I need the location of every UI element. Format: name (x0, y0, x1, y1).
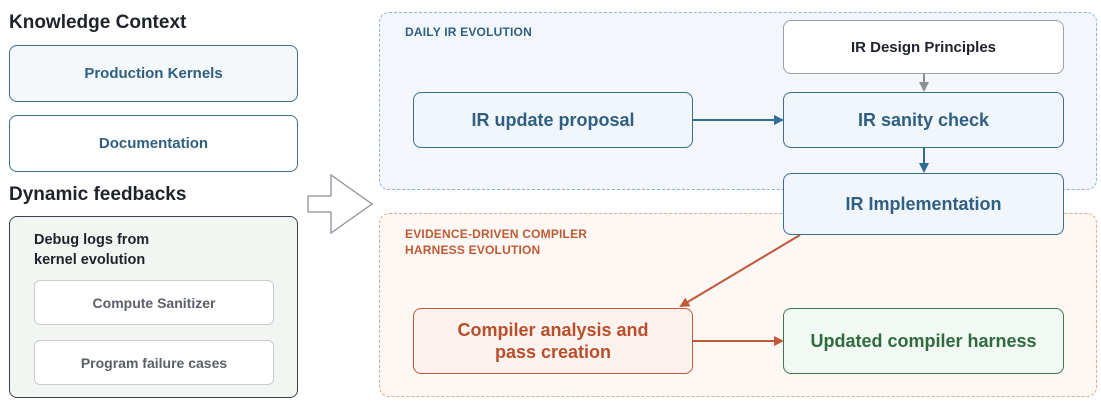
updated-compiler-harness-label: Updated compiler harness (810, 330, 1037, 351)
production-kernels-box: Production Kernels (9, 45, 298, 102)
ir-sanity-check-label: IR sanity check (857, 109, 990, 130)
documentation-box: Documentation (9, 115, 298, 172)
compute-sanitizer-label: Compute Sanitizer (92, 294, 216, 311)
evidence-driven-label-line2: HARNESS EVOLUTION (405, 243, 541, 257)
debug-logs-title: Debug logs from kernel evolution (34, 230, 149, 270)
compute-sanitizer-box: Compute Sanitizer (34, 280, 274, 325)
updated-compiler-harness-node: Updated compiler harness (783, 308, 1064, 374)
flow-right-arrow-icon (307, 173, 374, 235)
dynamic-feedbacks-heading: Dynamic feedbacks (9, 184, 187, 205)
implementation-to-analysis-connector (679, 234, 801, 308)
ir-design-principles-node: IR Design Principles (783, 20, 1064, 74)
program-failure-cases-box: Program failure cases (34, 340, 274, 385)
daily-ir-evolution-label: DAILY IR EVOLUTION (405, 25, 532, 39)
compiler-analysis-label-line2: pass creation (494, 342, 612, 362)
ir-update-proposal-label: IR update proposal (471, 109, 635, 130)
documentation-label: Documentation (98, 135, 209, 152)
ir-design-principles-label: IR Design Principles (850, 38, 997, 56)
debug-logs-title-line1: Debug logs from (34, 232, 150, 248)
debug-logs-panel: Debug logs from kernel evolution Compute… (9, 216, 298, 398)
ir-sanity-check-node: IR sanity check (783, 92, 1064, 148)
debug-logs-title-line2: kernel evolution (34, 252, 146, 268)
evidence-driven-label: EVIDENCE-DRIVEN COMPILER HARNESS EVOLUTI… (405, 226, 587, 258)
production-kernels-label: Production Kernels (84, 65, 223, 82)
ir-update-proposal-node: IR update proposal (413, 92, 693, 148)
compiler-analysis-node: Compiler analysis and pass creation (413, 308, 693, 374)
ir-implementation-label: IR Implementation (845, 193, 1002, 214)
compiler-analysis-label-line1: Compiler analysis and (457, 320, 649, 340)
evidence-driven-label-line1: EVIDENCE-DRIVEN COMPILER (405, 227, 588, 241)
ir-implementation-node: IR Implementation (783, 173, 1064, 235)
knowledge-context-heading: Knowledge Context (9, 12, 187, 33)
compiler-analysis-label: Compiler analysis and pass creation (457, 319, 648, 363)
program-failure-cases-label: Program failure cases (80, 354, 228, 371)
